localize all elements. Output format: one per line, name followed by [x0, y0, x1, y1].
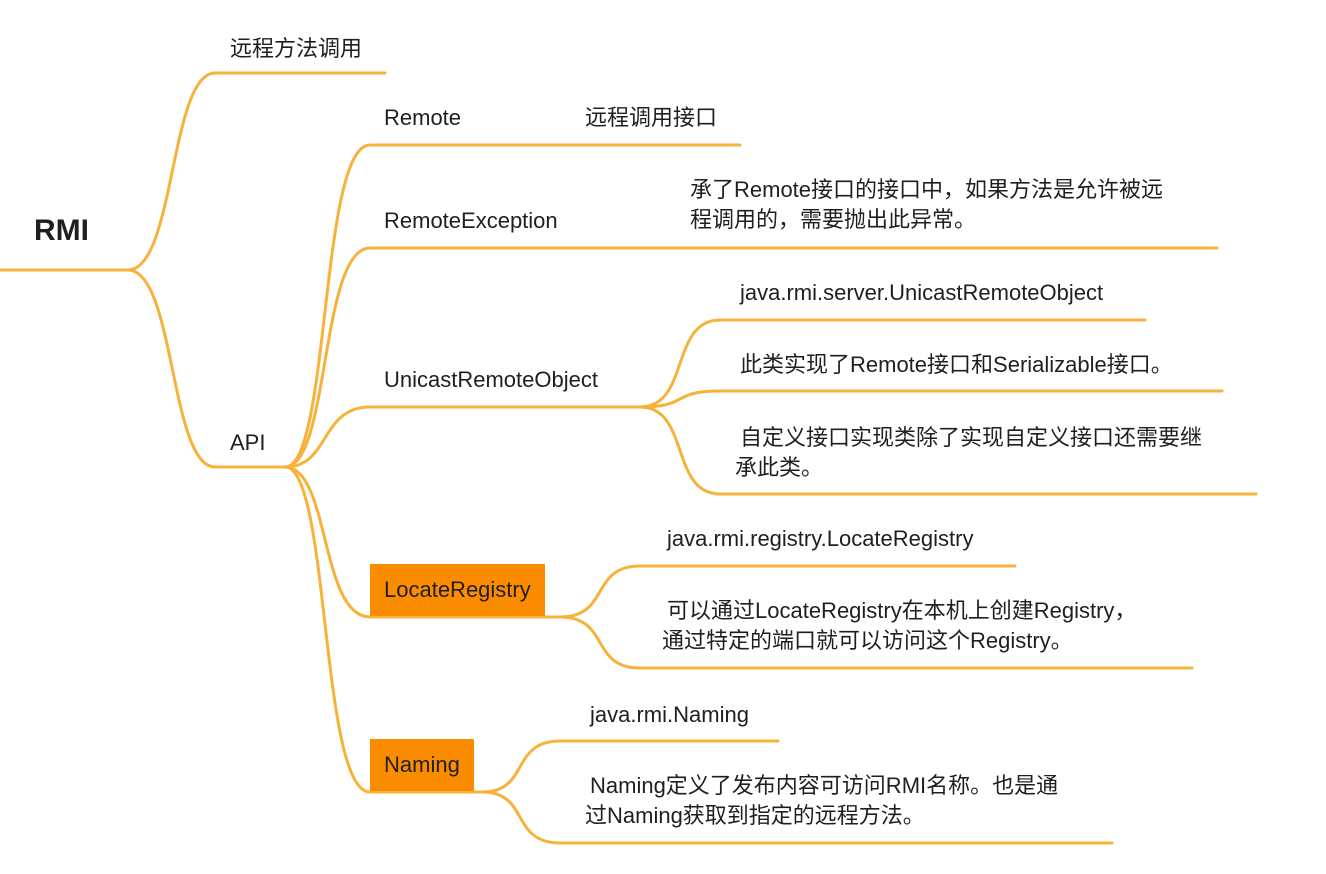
- node-remote-desc[interactable]: 远程调用接口: [585, 105, 718, 130]
- edge-api-unicast: [283, 405, 642, 469]
- node-unicast-remote-object[interactable]: UnicastRemoteObject: [384, 367, 598, 392]
- node-naming[interactable]: Naming: [370, 739, 474, 791]
- remote-exception-desc-line-2: 程调用的，需要抛出此异常。: [690, 207, 977, 232]
- edge-unicast-class: [638, 318, 1147, 409]
- edge-unicast-desc1: [638, 389, 1224, 409]
- node-naming-desc[interactable]: Naming定义了发布内容可访问RMI名称。也是通 过Naming获取到指定的远…: [585, 771, 1125, 831]
- node-locate-class[interactable]: java.rmi.registry.LocateRegistry: [667, 526, 974, 551]
- naming-desc-line-2: 过Naming获取到指定的远程方法。: [585, 803, 925, 828]
- edge-unicast-desc2: [638, 405, 1258, 496]
- locate-desc-line-2: 通过特定的端口就可以访问这个Registry。: [662, 628, 1073, 653]
- node-unicast-desc-1[interactable]: 此类实现了Remote接口和Serializable接口。: [740, 352, 1173, 377]
- node-remote-method-call[interactable]: 远程方法调用: [230, 36, 363, 61]
- node-naming-class[interactable]: java.rmi.Naming: [590, 702, 749, 727]
- edge-root-remote-method: [126, 71, 387, 272]
- unicast-desc-2-line-2: 承此类。: [735, 455, 824, 480]
- edge-locate-desc: [558, 615, 1194, 670]
- edge-naming-class: [480, 739, 780, 794]
- node-remote-exception-desc[interactable]: 承了Remote接口的接口中，如果方法是允许被远 程调用的，需要抛出此异常。: [690, 175, 1230, 235]
- node-unicast-desc-2[interactable]: 自定义接口实现类除了实现自定义接口还需要继 承此类。: [735, 423, 1275, 483]
- locate-desc-line-1: 可以通过LocateRegistry在本机上创建Registry，: [667, 598, 1137, 623]
- root-node-rmi[interactable]: RMI: [34, 214, 89, 247]
- edge-api-naming: [283, 465, 484, 794]
- remote-exception-desc-line-1: 承了Remote接口的接口中，如果方法是允许被远: [690, 177, 1164, 202]
- edge-api-remote: [283, 143, 742, 469]
- edge-locate-class: [558, 564, 1017, 619]
- node-locate-registry[interactable]: LocateRegistry: [370, 564, 545, 616]
- node-unicast-class[interactable]: java.rmi.server.UnicastRemoteObject: [740, 280, 1104, 305]
- edge-api-locate: [283, 465, 562, 619]
- naming-desc-line-1: Naming定义了发布内容可访问RMI名称。也是通: [590, 773, 1059, 798]
- node-api[interactable]: API: [230, 430, 266, 455]
- edge-root-api: [126, 268, 287, 469]
- edge-api-remote-exception: [283, 246, 1219, 469]
- node-remote[interactable]: Remote: [384, 105, 462, 130]
- unicast-desc-2-line-1: 自定义接口实现类除了实现自定义接口还需要继: [740, 425, 1203, 450]
- edge-naming-desc: [480, 790, 1114, 845]
- node-remote-exception[interactable]: RemoteException: [384, 208, 558, 233]
- node-locate-desc[interactable]: 可以通过LocateRegistry在本机上创建Registry， 通过特定的端…: [662, 596, 1202, 656]
